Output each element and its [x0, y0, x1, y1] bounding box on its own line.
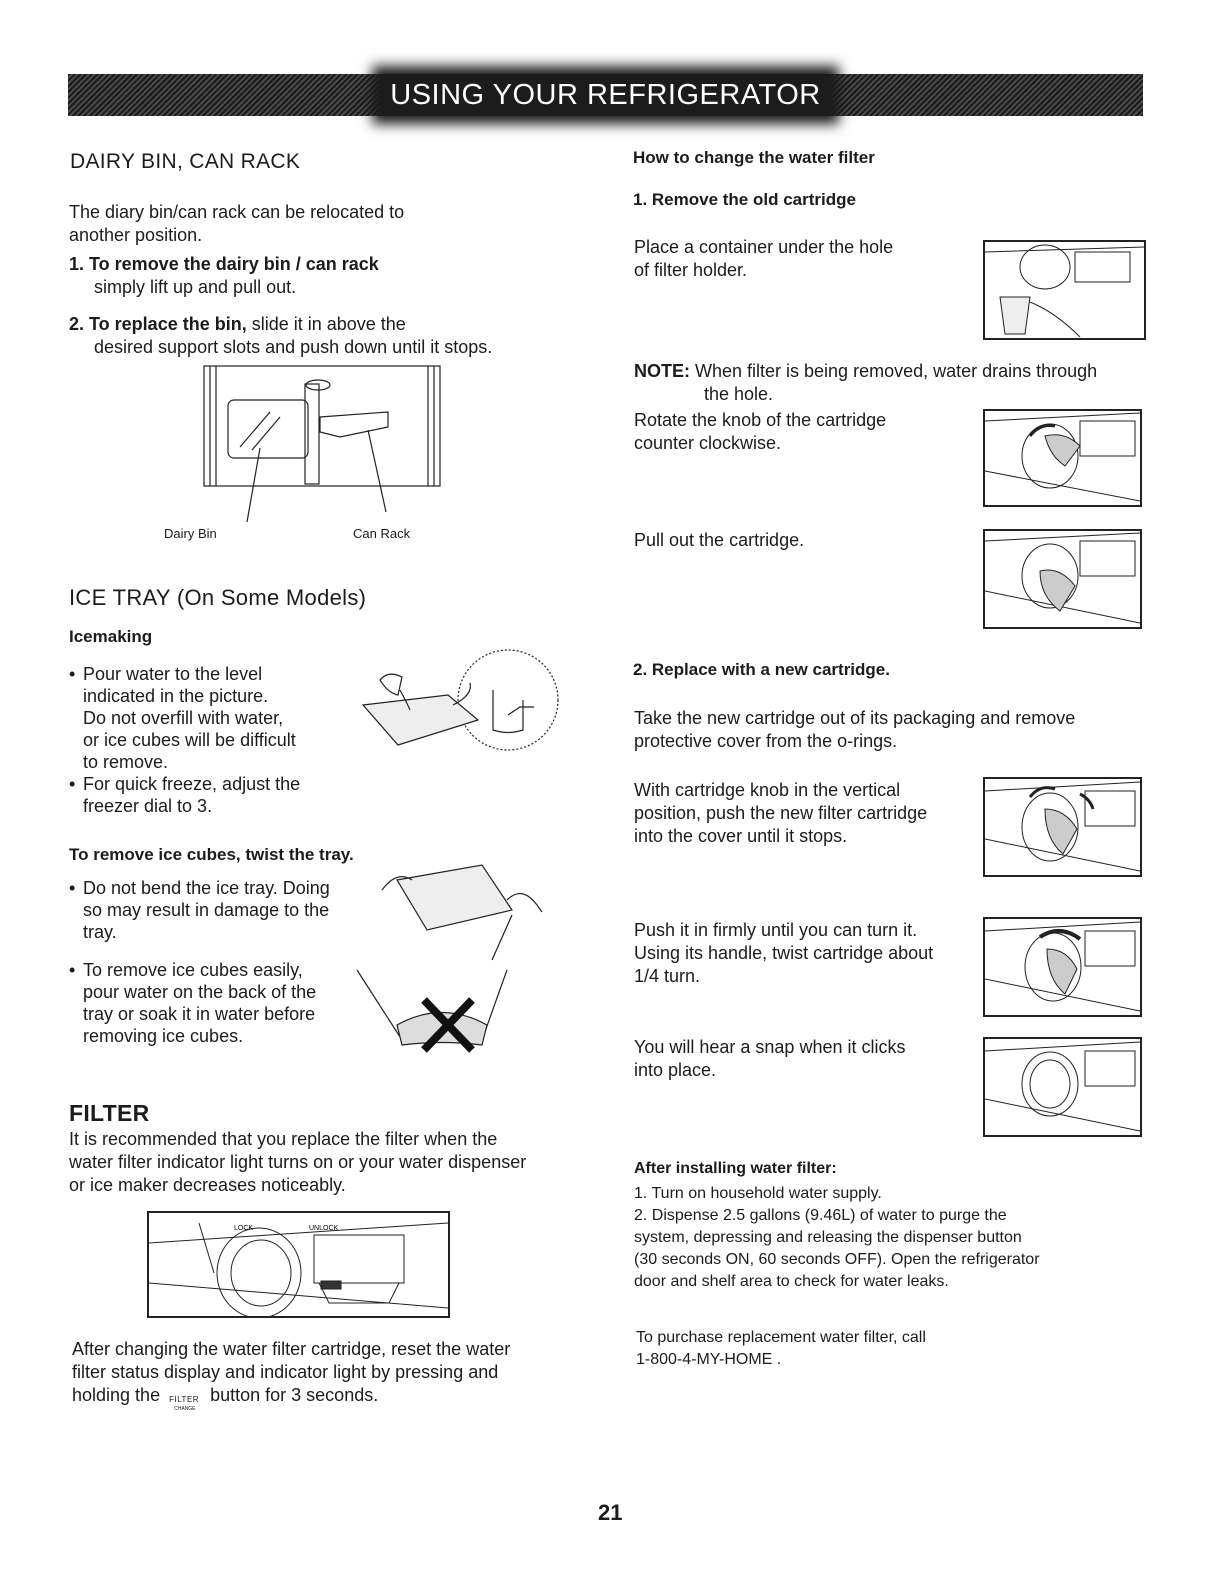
dairy-step1-label: 1. To remove the dairy bin / can rack: [69, 254, 379, 274]
page-number: 21: [598, 1500, 623, 1525]
ice-tray-fill-illustration: [361, 649, 559, 751]
can-rack-caption: Can Rack: [353, 526, 411, 541]
dairy-bin-illustration: [203, 365, 441, 523]
pull-text: Pull out the cartridge.: [634, 530, 805, 550]
twist-tray-illustration: [356, 864, 543, 1053]
pull-cartridge-image: [983, 529, 1142, 629]
header-bar: USING YOUR REFRIGERATOR: [68, 74, 1143, 116]
filter-change-button-icon: FILTER CHANGE: [169, 1395, 200, 1413]
note-text-2: the hole.: [704, 384, 774, 404]
unlock-label: UNLOCK: [309, 1225, 339, 1232]
dairy-step2-text-b: desired support slots and push down unti…: [94, 337, 493, 357]
step1-title: 1. Remove the old cartridge: [633, 190, 856, 209]
change-filter-title: How to change the water filter: [633, 148, 875, 167]
dairy-bin-caption: Dairy Bin: [164, 526, 217, 541]
ice-title: ICE TRAY (On Some Models): [69, 585, 367, 610]
dairy-title: DAIRY BIN, CAN RACK: [70, 150, 301, 173]
insert-cartridge-image: [983, 777, 1142, 877]
rotate-text: Rotate the knob of the cartridge counter…: [634, 410, 887, 453]
dairy-intro-2: another position.: [69, 225, 203, 245]
filter-title: FILTER: [69, 1100, 150, 1126]
dairy-step2-text: slide it in above the: [246, 314, 406, 334]
dairy-step2: 2. To replace the bin, slide it in above…: [69, 313, 406, 336]
page-header-title: USING YOUR REFRIGERATOR: [380, 74, 831, 116]
after-install-steps: 1. Turn on household water supply. 2. Di…: [634, 1185, 1040, 1290]
dairy-step1-text: simply lift up and pull out.: [94, 277, 297, 297]
step2-title: 2. Replace with a new cartridge.: [633, 660, 890, 679]
dairy-intro-1: The diary bin/can rack can be relocated …: [69, 202, 405, 222]
note-text: NOTE: When filter is being removed, wate…: [634, 361, 1098, 381]
filter-intro: It is recommended that you replace the f…: [69, 1129, 527, 1195]
purchase-info: To purchase replacement water filter, ca…: [636, 1329, 926, 1368]
lock-label: LOCK: [234, 1225, 253, 1232]
step1-text: Place a container under the hole of filt…: [634, 237, 894, 280]
note-label: NOTE:: [634, 361, 690, 381]
after-install-title: After installing water filter:: [634, 1160, 837, 1177]
remove-ice-heading: To remove ice cubes, twist the tray.: [69, 845, 354, 864]
filter-housing-image: LOCK UNLOCK: [147, 1211, 450, 1318]
dairy-step2-label: 2. To replace the bin,: [69, 314, 247, 334]
container-under-holder-image: [983, 240, 1146, 340]
snap-text: You will hear a snap when it clicks into…: [634, 1037, 906, 1080]
twist-cartridge-image: [983, 917, 1142, 1017]
rotate-knob-image: [983, 409, 1142, 507]
step2-text: Take the new cartridge out of its packag…: [634, 708, 1076, 751]
icemaking-subtitle: Icemaking: [69, 627, 153, 646]
knob-text: With cartridge knob in the vertical posi…: [634, 780, 928, 846]
list-item: To remove ice cubes easily,pour water on…: [69, 959, 369, 1047]
snap-into-place-image: [983, 1037, 1142, 1137]
push-text: Push it in firmly until you can turn it.…: [634, 920, 934, 986]
filter-reset-text: After changing the water filter cartridg…: [72, 1339, 511, 1413]
